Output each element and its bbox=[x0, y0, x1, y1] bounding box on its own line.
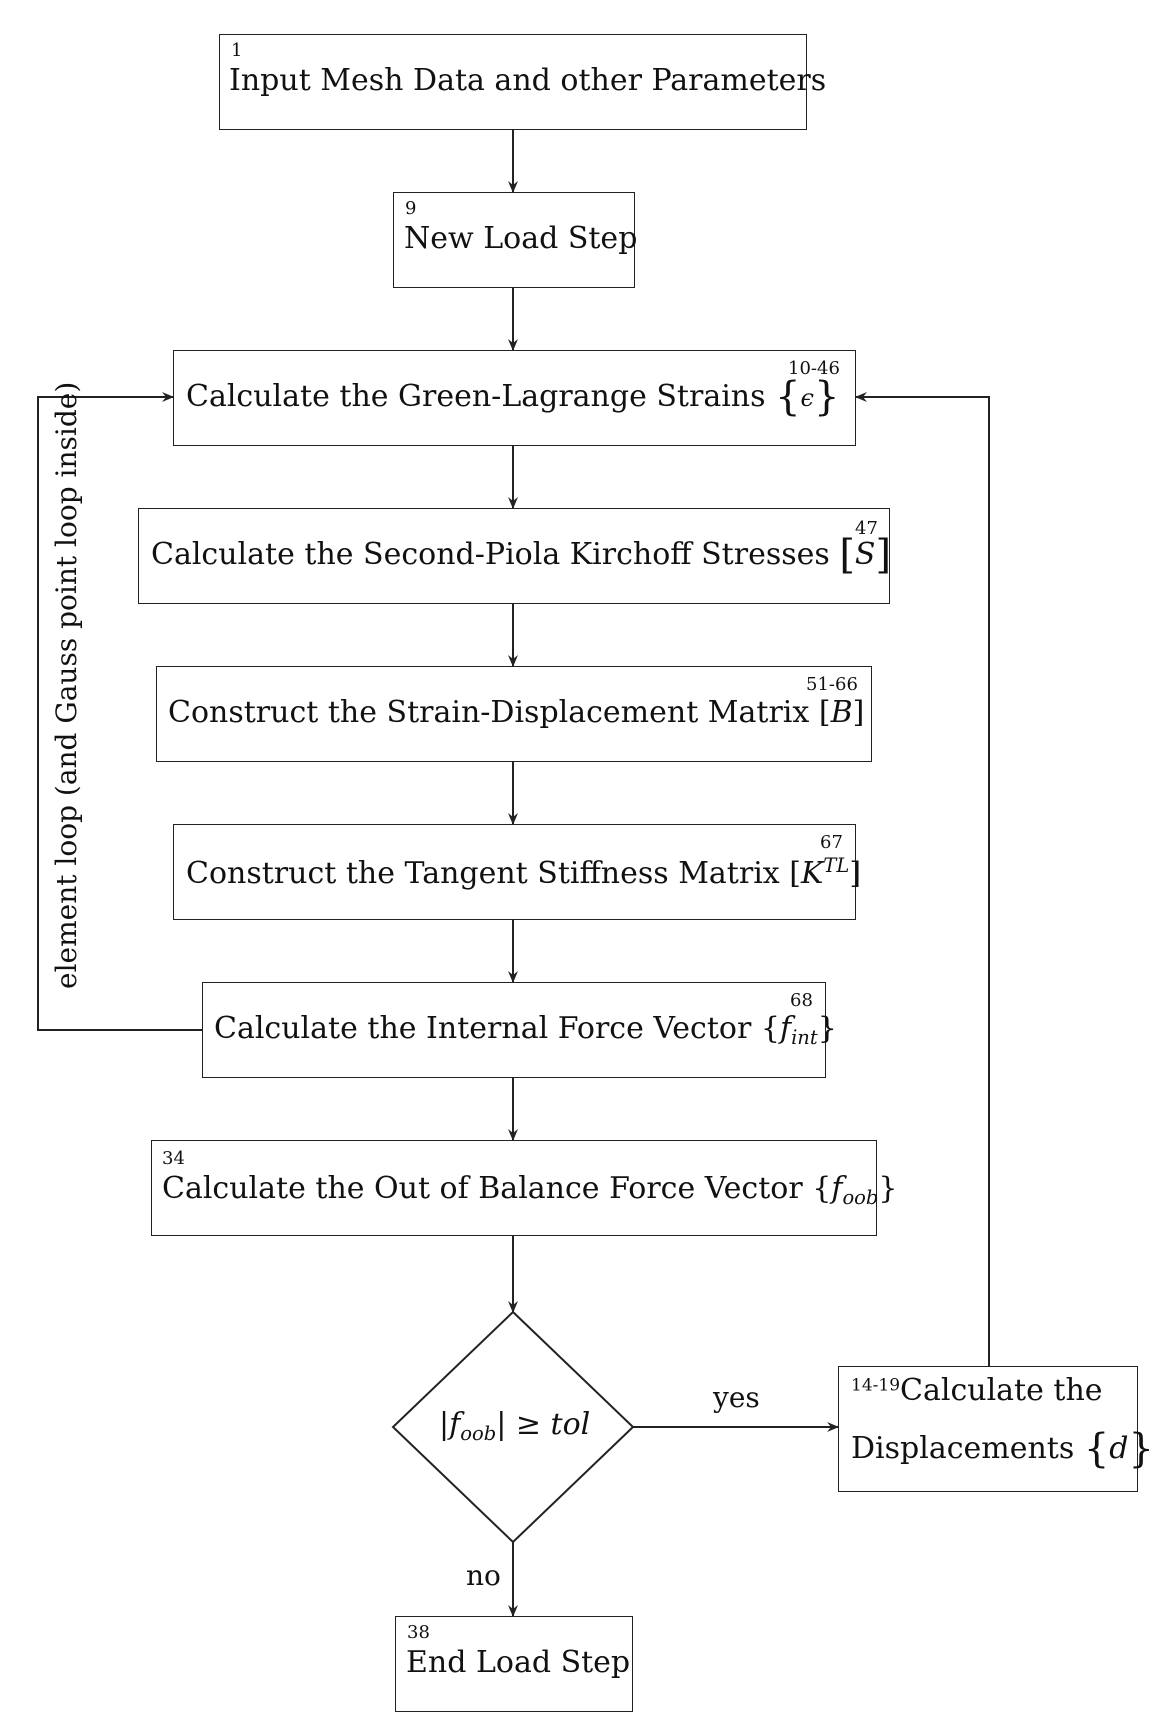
strains-ref: 10-46 bbox=[788, 358, 840, 379]
end-load-ref: 38 bbox=[407, 1622, 430, 1643]
foob-label: Calculate the Out of Balance Force Vecto… bbox=[162, 1171, 898, 1209]
b-matrix-label-text: Construct the Strain-Displacement Matrix bbox=[168, 695, 810, 730]
displacements-math: {d} bbox=[1083, 1426, 1154, 1472]
strains-label-text: Calculate the Green-Lagrange Strains bbox=[186, 379, 766, 414]
b-matrix-ref: 51-66 bbox=[806, 674, 858, 695]
strains-math: {ϵ} bbox=[775, 374, 840, 420]
stresses-label: Calculate the Second-Piola Kirchoff Stre… bbox=[151, 532, 892, 578]
input-box bbox=[219, 34, 807, 130]
displacements-line1: 14-19Calculate the bbox=[851, 1373, 1103, 1408]
fint-label: Calculate the Internal Force Vector {fin… bbox=[214, 1011, 837, 1049]
end-load-box bbox=[395, 1616, 633, 1712]
element-loop-label: element loop (and Gauss point loop insid… bbox=[50, 381, 83, 989]
stresses-box bbox=[138, 508, 890, 604]
k-matrix-ref: 67 bbox=[820, 832, 843, 853]
yes-label: yes bbox=[713, 1381, 760, 1414]
new-load-ref: 9 bbox=[405, 198, 417, 219]
b-matrix-box bbox=[156, 666, 872, 762]
k-matrix-label: Construct the Tangent Stiffness Matrix [… bbox=[186, 856, 861, 889]
stresses-math: [S] bbox=[839, 532, 892, 578]
foob-ref: 34 bbox=[162, 1148, 185, 1169]
decision-diamond bbox=[391, 1310, 635, 1544]
input-ref: 1 bbox=[231, 40, 243, 61]
displacements-ref: 14-19 bbox=[851, 1375, 901, 1396]
fint-box bbox=[202, 982, 826, 1078]
arrow-displacements-to-strains bbox=[855, 392, 990, 1366]
new-load-label: New Load Step bbox=[404, 221, 638, 256]
decision-label: |foob| ≥ tol bbox=[439, 1407, 591, 1445]
b-matrix-math: [B] bbox=[818, 695, 865, 730]
foob-box bbox=[151, 1140, 877, 1236]
k-matrix-label-text: Construct the Tangent Stiffness Matrix bbox=[186, 856, 780, 891]
k-matrix-box bbox=[173, 824, 856, 920]
end-load-label: End Load Step bbox=[406, 1645, 631, 1680]
strains-label: Calculate the Green-Lagrange Strains {ϵ} bbox=[186, 374, 840, 420]
no-label: no bbox=[466, 1559, 501, 1592]
fint-math: {fint} bbox=[760, 1011, 837, 1049]
strains-box bbox=[173, 350, 856, 446]
stresses-ref: 47 bbox=[855, 518, 878, 539]
arrow-element-loop bbox=[37, 392, 202, 1031]
foob-label-text: Calculate the Out of Balance Force Vecto… bbox=[162, 1171, 803, 1206]
fint-ref: 68 bbox=[790, 990, 813, 1011]
input-label: Input Mesh Data and other Parameters bbox=[229, 63, 827, 98]
displacements-line2: Displacements {d} bbox=[851, 1426, 1154, 1472]
new-load-box bbox=[393, 192, 635, 288]
stresses-label-text: Calculate the Second-Piola Kirchoff Stre… bbox=[151, 537, 830, 572]
displacements-box bbox=[838, 1366, 1138, 1492]
foob-math: {foob} bbox=[812, 1171, 898, 1209]
b-matrix-label: Construct the Strain-Displacement Matrix… bbox=[168, 698, 864, 728]
fint-label-text: Calculate the Internal Force Vector bbox=[214, 1011, 752, 1046]
k-matrix-math: [KTL] bbox=[789, 854, 862, 891]
